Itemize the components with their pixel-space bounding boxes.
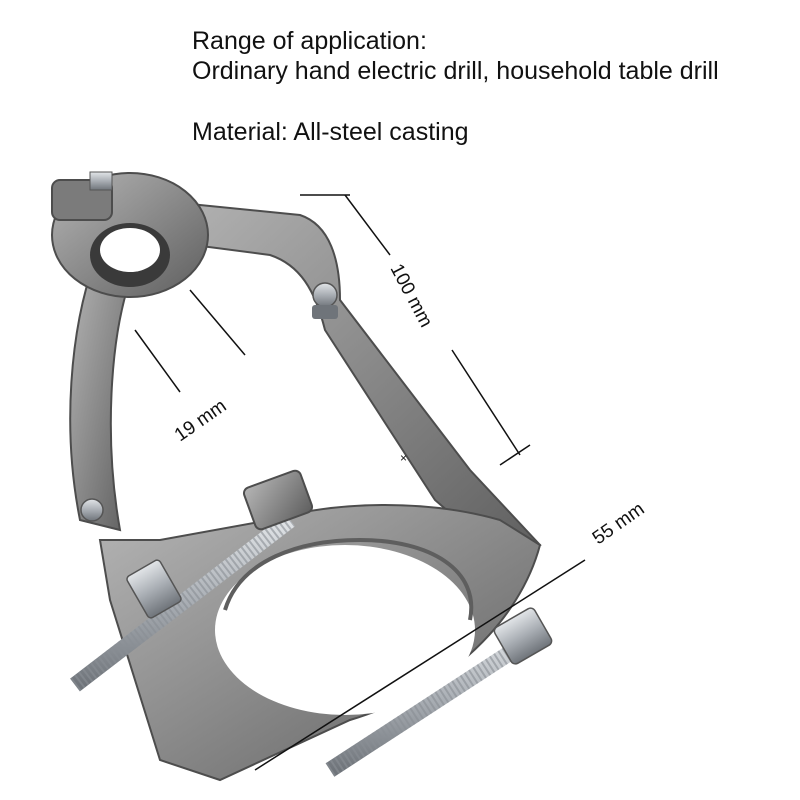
label-100mm: 100 mm (386, 260, 437, 330)
right-thumbscrew (325, 607, 553, 777)
range-heading: Range of application: (192, 27, 427, 55)
lower-ring (98, 504, 542, 782)
label-19mm: 19 mm (171, 396, 231, 447)
spec-text-block: Range of application: Ordinary hand elec… (192, 26, 719, 147)
side-screw-right (312, 282, 338, 319)
center-mark: × (400, 451, 407, 465)
label-55mm: 55 mm (589, 499, 649, 550)
top-clamp-collar (51, 171, 209, 298)
dimension-19mm (134, 289, 246, 393)
dimension-55mm (254, 559, 586, 771)
left-thumbscrew (70, 469, 314, 692)
material-line: Material: All-steel casting (192, 118, 469, 146)
range-value: Ordinary hand electric drill, household … (192, 57, 719, 85)
side-screw-left (80, 498, 104, 522)
left-arm (69, 258, 132, 532)
dimension-100mm (300, 194, 531, 466)
